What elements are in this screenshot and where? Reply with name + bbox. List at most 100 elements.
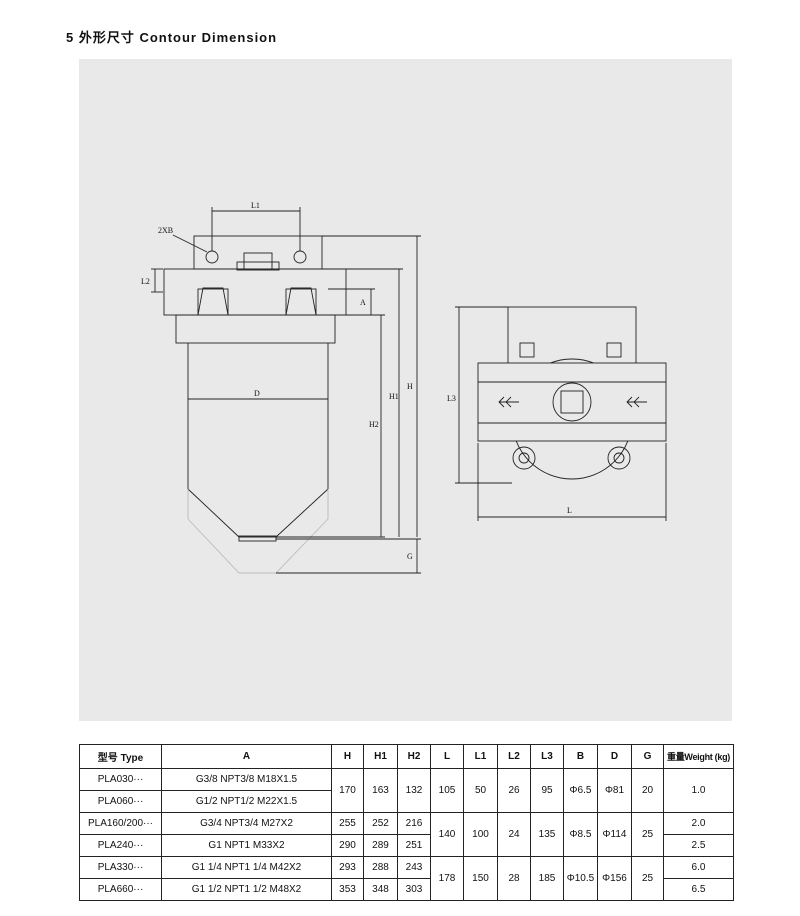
- table-row: PLA330··· G1 1/4 NPT1 1/4 M42X2 293 288 …: [79, 856, 734, 901]
- cell-type: PLA330···: [79, 856, 162, 879]
- label-a: A: [360, 298, 366, 307]
- cell-a: G1/2 NPT1/2 M22X1.5: [161, 790, 332, 813]
- cell-h1: 252: [363, 812, 398, 835]
- section-title: 5 外形尺寸 Contour Dimension: [66, 30, 278, 45]
- table-row: PLA240··· G1 NPT1 M33X2 290 289 251 2.5: [79, 834, 734, 857]
- cell-l2: 24: [497, 812, 531, 857]
- table-row: PLA660··· G1 1/2 NPT1 1/2 M48X2 353 348 …: [79, 878, 734, 901]
- label-2xb: 2XB: [158, 226, 173, 235]
- contour-drawing: L1 2XB L2 A D H2 H1 H G: [79, 59, 732, 721]
- cell-h2: 251: [397, 834, 431, 857]
- cell-weight: 1.0: [663, 768, 734, 813]
- cell-h2: 303: [397, 878, 431, 901]
- cell-type: PLA060···: [79, 790, 162, 813]
- cell-h: 353: [331, 878, 364, 901]
- label-g: G: [407, 552, 413, 561]
- bowl-extension: [187, 489, 329, 574]
- label-h: H: [407, 382, 413, 391]
- front-view: [151, 207, 421, 574]
- cell-weight: 6.0: [663, 856, 734, 879]
- cell-a: G1 1/2 NPT1 1/2 M48X2: [161, 878, 332, 901]
- filter-bowl: [187, 343, 329, 538]
- cell-h1: 289: [363, 834, 398, 857]
- cell-l1: 100: [463, 812, 498, 857]
- cell-type: PLA030···: [79, 768, 162, 791]
- cell-a: G1 NPT1 M33X2: [161, 834, 332, 857]
- cell-a: G1 1/4 NPT1 1/4 M42X2: [161, 856, 332, 879]
- cell-h1: 288: [363, 856, 398, 879]
- cell-l: 105: [430, 768, 464, 813]
- label-l2: L2: [141, 277, 150, 286]
- head-block: [163, 268, 347, 316]
- header-a: A: [161, 744, 332, 769]
- cell-weight: 6.5: [663, 878, 734, 901]
- cell-h: 255: [331, 812, 364, 835]
- header-l1: L1: [463, 744, 498, 769]
- cell-type: PLA160/200···: [79, 812, 162, 835]
- cap-flange: [175, 314, 336, 344]
- cell-h: 170: [331, 768, 364, 813]
- header-h1: H1: [363, 744, 398, 769]
- header-l3: L3: [530, 744, 564, 769]
- cell-h: 290: [331, 834, 364, 857]
- cell-type: PLA660···: [79, 878, 162, 901]
- cell-h: 293: [331, 856, 364, 879]
- cell-a: G3/8 NPT3/8 M18X1.5: [161, 768, 332, 791]
- table-row: PLA030··· G3/8 NPT3/8 M18X1.5 170 163 13…: [79, 768, 734, 813]
- cell-h1: 163: [363, 768, 398, 813]
- front-view-labels: L1 2XB L2 A D H2 H1 H G: [141, 201, 413, 561]
- cell-d: Φ156: [597, 856, 632, 901]
- table-row: PLA160/200··· G3/4 NPT3/4 M27X2 255 252 …: [79, 812, 734, 857]
- cell-h1: 348: [363, 878, 398, 901]
- header-h: H: [331, 744, 364, 769]
- cell-l2: 28: [497, 856, 531, 901]
- label-l1: L1: [251, 201, 260, 210]
- cell-type: PLA240···: [79, 834, 162, 857]
- cell-weight: 2.0: [663, 812, 734, 835]
- table-header-row: 型号 Type A H H1 H2 L L1 L2 L3 B D G 重量Wei…: [79, 744, 734, 769]
- mount-hole-left: [205, 250, 219, 264]
- top-nut: [243, 252, 273, 270]
- center-port: [552, 382, 592, 422]
- cell-l3: 185: [530, 856, 564, 901]
- label-d: D: [254, 389, 260, 398]
- cell-b: Φ6.5: [563, 768, 598, 813]
- bottom-hole-left: [512, 446, 536, 470]
- cell-l: 140: [430, 812, 464, 857]
- cell-d: Φ114: [597, 812, 632, 857]
- header-g: G: [631, 744, 664, 769]
- mount-hole-right: [293, 250, 307, 264]
- cell-l3: 95: [530, 768, 564, 813]
- table-row: PLA060··· G1/2 NPT1/2 M22X1.5: [79, 790, 734, 813]
- bolt-left: [519, 342, 535, 358]
- header-h2: H2: [397, 744, 431, 769]
- cell-l1: 50: [463, 768, 498, 813]
- side-view-labels: L3 L: [447, 394, 572, 515]
- cell-l2: 26: [497, 768, 531, 813]
- cell-b: Φ8.5: [563, 812, 598, 857]
- header-l: L: [430, 744, 464, 769]
- bottom-hole-right: [607, 446, 631, 470]
- cell-d: Φ81: [597, 768, 632, 813]
- cell-h2: 243: [397, 856, 431, 879]
- header-d: D: [597, 744, 632, 769]
- label-l3: L3: [447, 394, 456, 403]
- header-l2: L2: [497, 744, 531, 769]
- cell-l3: 135: [530, 812, 564, 857]
- header-type: 型号 Type: [79, 744, 162, 769]
- cell-l: 178: [430, 856, 464, 901]
- cell-g: 25: [631, 812, 664, 857]
- header-weight: 重量Weight (kg): [663, 744, 734, 769]
- cell-weight: 2.5: [663, 834, 734, 857]
- cell-l1: 150: [463, 856, 498, 901]
- contour-drawing-svg: L1 2XB L2 A D H2 H1 H G: [141, 201, 667, 574]
- label-l: L: [567, 506, 572, 515]
- cell-g: 25: [631, 856, 664, 901]
- bolt-right: [606, 342, 622, 358]
- side-view: [455, 306, 667, 521]
- cell-h2: 216: [397, 812, 431, 835]
- cell-h2: 132: [397, 768, 431, 813]
- spec-table: 型号 Type A H H1 H2 L L1 L2 L3 B D G 重量Wei…: [79, 744, 734, 901]
- cell-b: Φ10.5: [563, 856, 598, 901]
- side-bracket: [507, 306, 637, 366]
